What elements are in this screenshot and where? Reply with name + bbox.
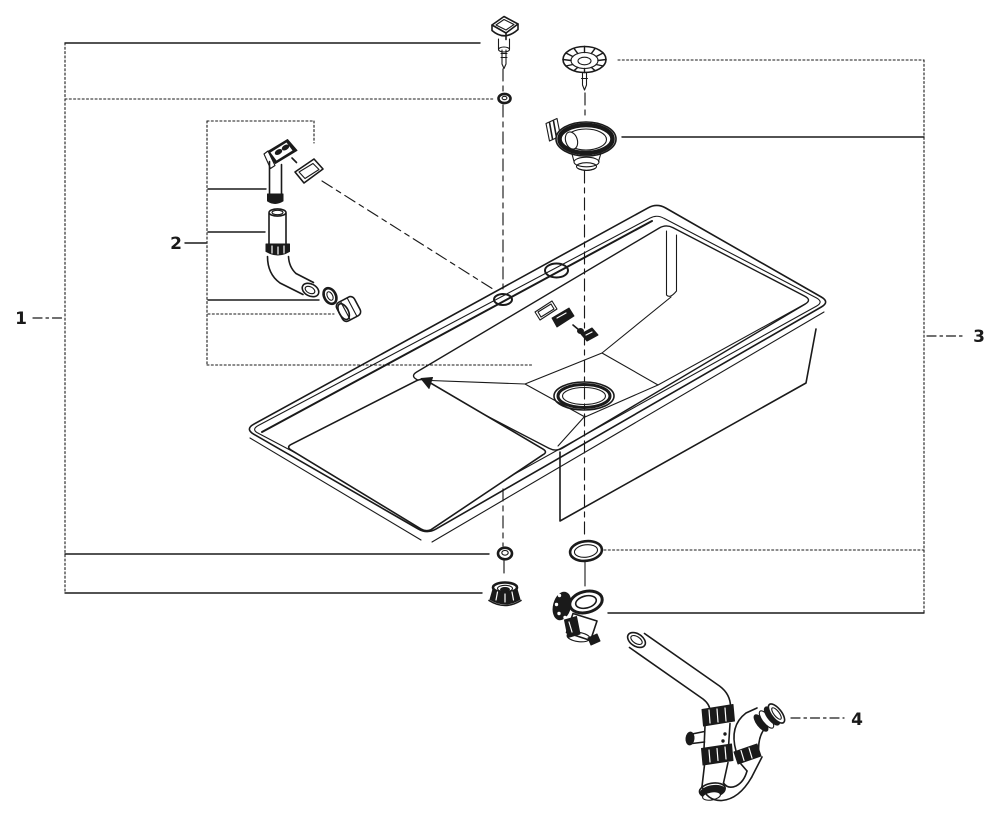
overflow-o-ring: [322, 286, 338, 306]
overflow-gasket: [294, 158, 324, 184]
o-ring-small: [497, 92, 512, 105]
locknut: [488, 581, 522, 607]
siphon-trap: [626, 631, 786, 802]
callout-label-2: 2: [170, 234, 182, 254]
knob-hole: [493, 293, 513, 306]
overflow-cover: [263, 139, 298, 170]
o-ring-large: [568, 539, 604, 563]
drainboard: [287, 378, 547, 532]
callout-1-bracket: [32, 42, 495, 594]
washer: [496, 546, 514, 561]
drainboard-corner-mark: [420, 377, 433, 389]
drain-flange: [545, 117, 617, 172]
overflow-pipe: [265, 160, 290, 256]
callout-3-bracket: [603, 59, 966, 614]
callout-label-1: 1: [15, 309, 27, 329]
callout-2-box: [184, 120, 534, 366]
strainer-basket: [562, 45, 607, 91]
pop-up-knob: [491, 15, 519, 70]
assembly-axes: [502, 68, 586, 587]
overflow-elbow: [266, 255, 320, 298]
faucet-hole: [544, 262, 569, 279]
overflow-leader-line: [321, 180, 497, 292]
callout-label-3: 3: [973, 327, 985, 347]
overflow-nut: [335, 295, 362, 323]
callout-label-4: 4: [851, 710, 863, 730]
sink-with-drainboard: [248, 204, 827, 543]
drain-outlet-fitting: [552, 589, 604, 646]
